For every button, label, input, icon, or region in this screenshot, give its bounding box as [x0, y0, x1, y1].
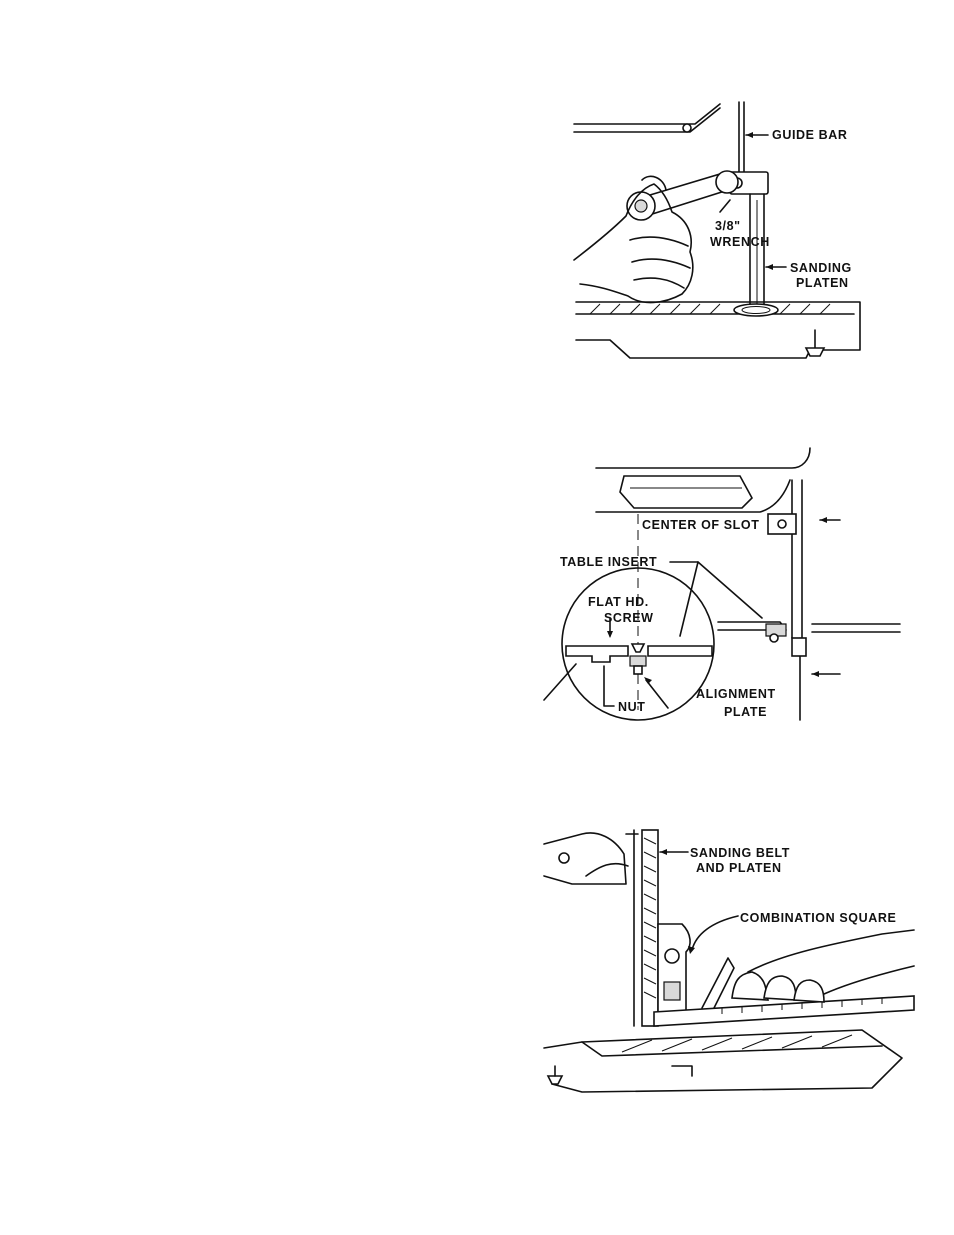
guide-bar-label: GUIDE BAR — [772, 128, 848, 142]
alignment-label: ALIGNMENT — [696, 687, 776, 701]
wrench-size-label: 3/8" — [715, 219, 741, 233]
combination-square-label: COMBINATION SQUARE — [740, 911, 896, 925]
center-of-slot-label: CENTER OF SLOT — [642, 518, 759, 532]
screw-label: SCREW — [604, 611, 654, 625]
and-platen-label: AND PLATEN — [696, 861, 782, 875]
figure-table-insert-alignment: CENTER OF SLOT TABLE INSERT FLAT HD. SCR… — [530, 440, 920, 760]
table-insert-label: TABLE INSERT — [560, 555, 657, 569]
nut-label: NUT — [618, 700, 646, 714]
wrench-adjustment-illustration: GUIDE BAR 3/8" WRENCH SANDING PLATEN — [570, 100, 870, 365]
figure-wrench-adjustment: GUIDE BAR 3/8" WRENCH SANDING PLATEN — [570, 100, 870, 365]
wrench-label: WRENCH — [710, 235, 770, 249]
sanding-label: SANDING — [790, 261, 852, 275]
platen-label: PLATEN — [796, 276, 849, 290]
figure-square-check: SANDING BELT AND PLATEN COMBINATION SQUA… — [542, 826, 914, 1096]
plate-label: PLATE — [724, 705, 767, 719]
flat-hd-label: FLAT HD. — [588, 595, 649, 609]
table-insert-alignment-illustration: CENTER OF SLOT TABLE INSERT FLAT HD. SCR… — [530, 440, 920, 760]
square-check-illustration: SANDING BELT AND PLATEN COMBINATION SQUA… — [542, 826, 914, 1096]
sanding-belt-label: SANDING BELT — [690, 846, 790, 860]
